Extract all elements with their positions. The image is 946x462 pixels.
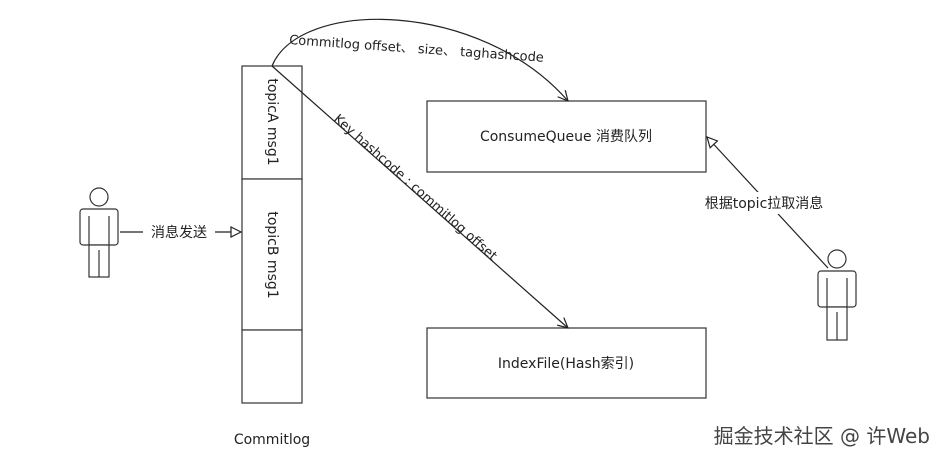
index-file-label: IndexFile(Hash索引): [498, 355, 634, 372]
commitlog-cell-2-label: topicB msg1: [264, 211, 280, 298]
arrow-consumer-pull-label: 根据topic拉取消息: [705, 195, 824, 212]
index-file-box: IndexFile(Hash索引): [426, 327, 707, 399]
commitlog-cell-3: [241, 329, 303, 404]
producer-person-icon: [79, 187, 119, 278]
consumer-person-icon: [817, 249, 857, 341]
arrow-to-consume-queue-label: Commitlog offset、 size、 taghashcode: [289, 33, 545, 66]
consume-queue-label: ConsumeQueue 消费队列: [480, 129, 652, 145]
arrow-to-index-file: [271, 65, 568, 328]
arrow-to-consume-queue: [271, 18, 568, 101]
consume-queue-box: ConsumeQueue 消费队列: [426, 100, 707, 173]
send-label-bg: [143, 222, 215, 242]
commitlog-cell-1: [241, 65, 303, 180]
commitlog-cell-2: [241, 178, 303, 331]
commitlog-cell-1-label: topicA msg1: [264, 78, 280, 165]
pull-label-bg: [694, 192, 834, 214]
commitlog-label: Commitlog: [234, 432, 310, 448]
watermark: 掘金技术社区 @ 许Web: [714, 424, 930, 448]
arrow-message-send-label: 消息发送: [151, 224, 207, 241]
commitlog-column: topicA msg1 topicB msg1 Commitlog: [234, 65, 310, 448]
